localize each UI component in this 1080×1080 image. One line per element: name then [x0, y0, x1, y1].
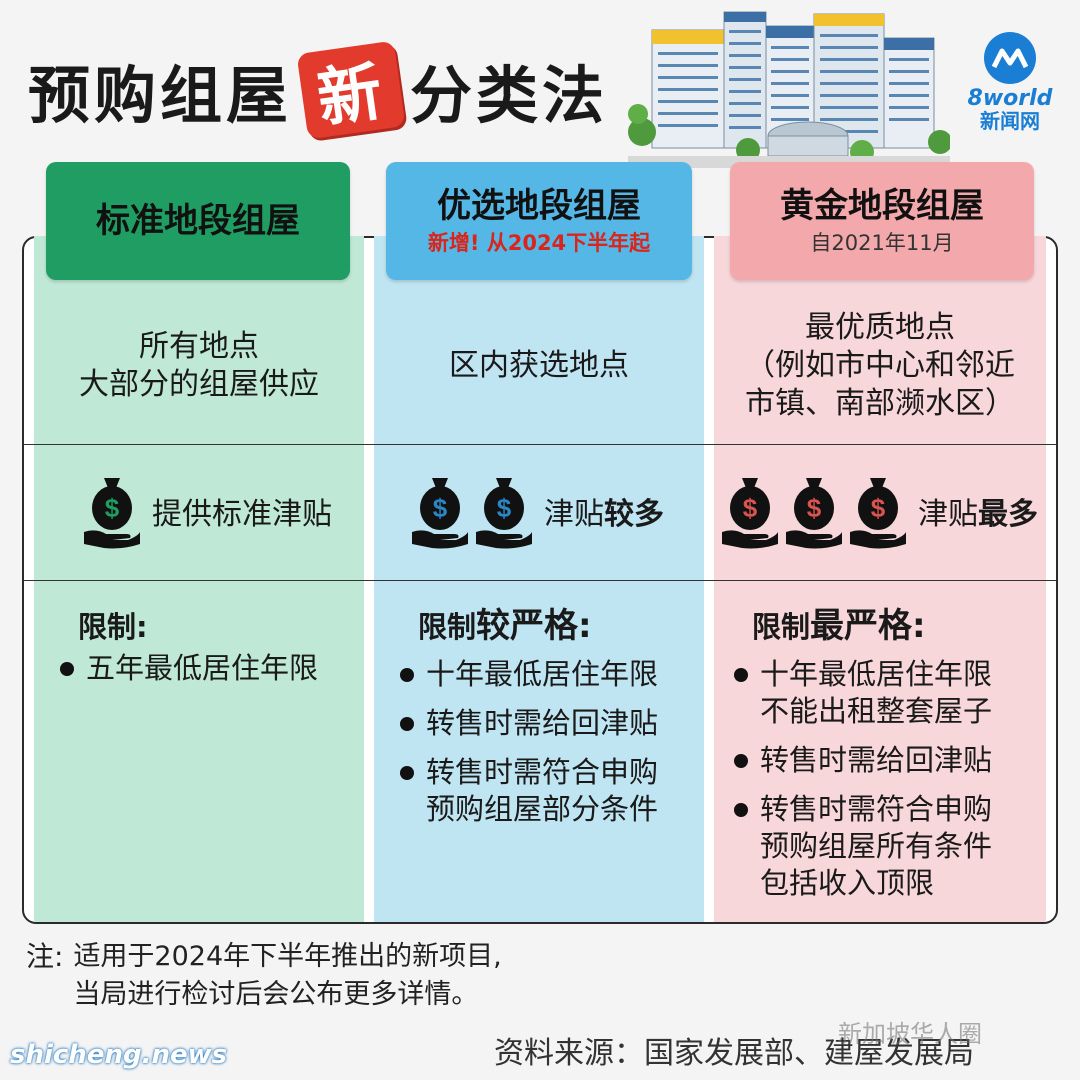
row-divider [24, 444, 1056, 445]
title-part2: 分类法 [410, 59, 609, 132]
restriction-title: 限制最严格: [752, 606, 926, 646]
svg-text:$: $ [743, 493, 758, 523]
svg-text:$: $ [807, 493, 822, 523]
header-prime-name: 黄金地段组屋 [780, 186, 984, 226]
restriction-item: 五年最低居住年限 [58, 650, 358, 687]
title-part1: 预购组屋 [28, 59, 293, 132]
svg-text:$: $ [433, 493, 448, 523]
header-plus: 优选地段组屋 新增! 从2024下半年起 [386, 162, 692, 280]
8world-logo: 8world 新闻网 [962, 32, 1058, 132]
location-standard: 所有地点 大部分的组屋供应 [34, 306, 364, 426]
money-bag-icon: $ [720, 472, 780, 550]
subsidy-plus: $ $ 津贴较多 [410, 468, 664, 554]
subsidy-text: 津贴较多 [544, 497, 664, 532]
column-prime [714, 236, 1046, 922]
location-prime: 最优质地点 （例如市中心和邻近 市镇、南部濒水区） [714, 306, 1046, 426]
hdb-buildings-illustration [628, 8, 950, 168]
header-plus-name: 优选地段组屋 [437, 186, 641, 226]
8world-mark-icon [984, 32, 1036, 84]
svg-text:$: $ [871, 493, 886, 523]
location-line: （例如市中心和邻近 [745, 348, 1015, 383]
restriction-item: 转售时需给回津贴 [398, 705, 698, 742]
footnote-label: 注: [26, 940, 64, 973]
location-line: 最优质地点 [805, 310, 955, 345]
restriction-list: 十年最低居住年限 不能出租整套屋子转售时需给回津贴转售时需符合申购 预购组屋所有… [732, 656, 1042, 902]
restrictions-prime: 限制最严格: 十年最低居住年限 不能出租整套屋子转售时需给回津贴转售时需符合申购… [732, 608, 1042, 914]
header-prime: 黄金地段组屋 自2021年11月 [730, 162, 1034, 280]
money-bag-icon: $ [784, 472, 844, 550]
restriction-item: 转售时需符合申购 预购组屋部分条件 [398, 754, 698, 828]
restrictions-plus: 限制较严格: 十年最低居住年限转售时需给回津贴转售时需符合申购 预购组屋部分条件 [398, 608, 698, 840]
restriction-item: 十年最低居住年限 不能出租整套屋子 [732, 656, 1042, 730]
restriction-list: 五年最低居住年限 [58, 650, 358, 687]
subsidy-prime: $ $ $ 津贴最多 [720, 468, 1038, 554]
restriction-title: 限制较严格: [418, 606, 592, 646]
location-line: 区内获选地点 [449, 348, 629, 383]
logo-brand: 8world [967, 86, 1053, 111]
location-line: 所有地点 [139, 329, 259, 364]
svg-text:$: $ [497, 493, 512, 523]
money-bag-icon: $ [410, 472, 470, 550]
restriction-list: 十年最低居住年限转售时需给回津贴转售时需符合申购 预购组屋部分条件 [398, 656, 698, 828]
restriction-item: 十年最低居住年限 [398, 656, 698, 693]
data-source: 资料来源：国家发展部、建屋发展局 [494, 1036, 974, 1071]
header-prime-subtitle: 自2021年11月 [810, 231, 954, 255]
location-line: 大部分的组屋供应 [79, 367, 319, 402]
money-bag-icon: $ [82, 472, 142, 550]
subsidy-text: 提供标准津贴 [152, 497, 332, 532]
subsidy-text: 津贴最多 [918, 497, 1038, 532]
subsidy-standard: $ 提供标准津贴 [82, 468, 332, 554]
svg-text:$: $ [105, 493, 120, 523]
location-line: 市镇、南部濒水区） [745, 386, 1015, 421]
title-highlight-badge: 新 [296, 40, 406, 140]
row-divider [24, 580, 1056, 581]
money-bag-icon: $ [848, 472, 908, 550]
footnote-line: 当局进行检讨后会公布更多详情。 [73, 979, 479, 1010]
restrictions-standard: 限制: 五年最低居住年限 [58, 608, 358, 699]
header-plus-subtitle: 新增! 从2024下半年起 [427, 231, 651, 255]
restriction-title: 限制: [78, 610, 148, 644]
footnote-line: 适用于2024年下半年推出的新项目, [73, 941, 502, 972]
page-title: 预购组屋 新 分类法 [28, 40, 609, 140]
footnote: 注: 适用于2024年下半年推出的新项目, 当局进行检讨后会公布更多详情。 [26, 938, 502, 1014]
column-plus [374, 236, 704, 922]
header-standard-name: 标准地段组屋 [96, 201, 300, 241]
restriction-item: 转售时需符合申购 预购组屋所有条件 包括收入顶限 [732, 791, 1042, 902]
column-standard [34, 236, 364, 922]
logo-brand-cn: 新闻网 [980, 109, 1040, 133]
money-bag-icon: $ [474, 472, 534, 550]
watermark-wechat: 新加坡华人圈 [838, 1020, 982, 1048]
location-plus: 区内获选地点 [374, 306, 704, 426]
restriction-item: 转售时需给回津贴 [732, 742, 1042, 779]
header-standard: 标准地段组屋 [46, 162, 350, 280]
watermark-site: shicheng.news [10, 1040, 228, 1070]
